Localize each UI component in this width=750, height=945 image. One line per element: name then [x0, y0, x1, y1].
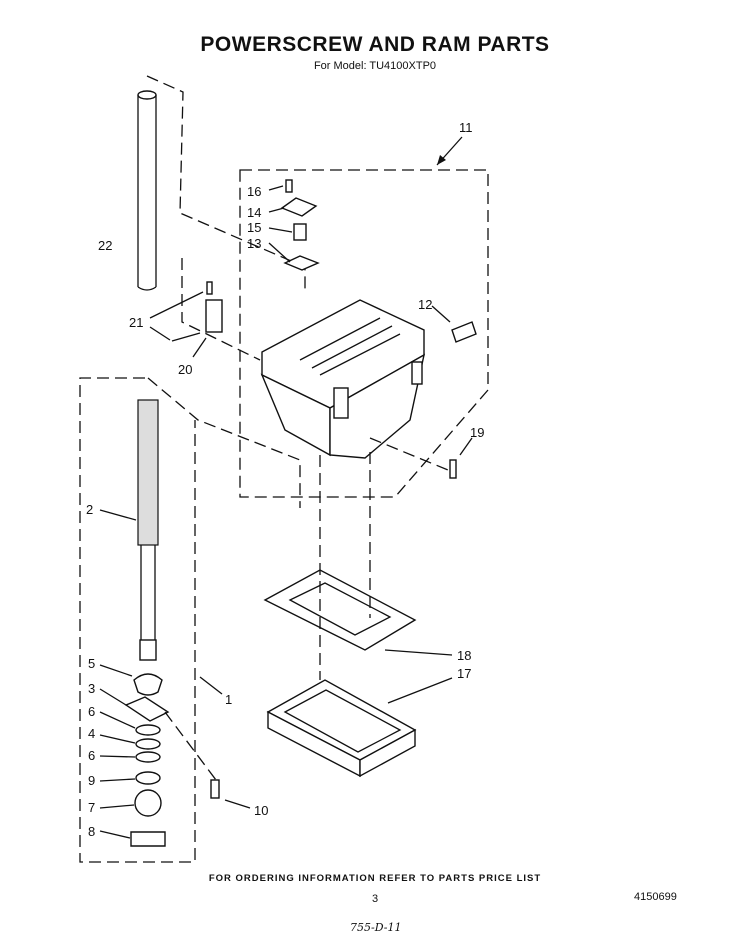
model-subtitle: For Model: TU4100XTP0 [313, 60, 437, 72]
callout-5: 5 [88, 656, 95, 671]
part-19-screw [369, 437, 473, 479]
callout-4: 4 [88, 726, 95, 741]
callout-22: 22 [98, 238, 112, 253]
callout-13: 13 [247, 236, 261, 251]
part-12-clip [431, 305, 477, 343]
part-17-tray [266, 677, 453, 778]
callout-10: 10 [254, 803, 268, 818]
part-22-tube [137, 75, 306, 291]
callout-8: 8 [88, 824, 95, 839]
part-10-screw [210, 779, 251, 809]
callout-16: 16 [247, 184, 261, 199]
callout-3: 3 [88, 681, 95, 696]
parts-3-9-stack [99, 664, 217, 847]
callout-15: 15 [247, 220, 261, 235]
callout-17: 17 [457, 666, 471, 681]
parts-20-21-bracket [149, 258, 261, 361]
callout-12: 12 [418, 297, 432, 312]
part-11-frame [239, 136, 489, 498]
document-number: 4150699 [634, 891, 677, 903]
callout-6b: 6 [88, 748, 95, 763]
callout-18: 18 [457, 648, 471, 663]
callout-6a: 6 [88, 704, 95, 719]
handwritten-note: 755-D-11 [350, 921, 402, 934]
page-title: POWERSCREW AND RAM PARTS [200, 33, 550, 56]
page-number: 3 [372, 893, 379, 905]
callout-20: 20 [178, 362, 192, 377]
callout-21: 21 [129, 315, 143, 330]
callout-19: 19 [470, 425, 484, 440]
parts-13-16-stack [268, 179, 320, 271]
callout-11: 11 [459, 120, 473, 135]
leader-1 [199, 676, 223, 695]
callout-7: 7 [88, 800, 95, 815]
callout-14: 14 [247, 205, 261, 220]
callout-2: 2 [86, 502, 93, 517]
part-18-gasket [263, 452, 453, 680]
callout-9: 9 [88, 773, 95, 788]
ordering-note: FOR ORDERING INFORMATION REFER TO PARTS … [208, 873, 542, 884]
part-2-powerscrew [79, 377, 301, 863]
housing-box [260, 299, 426, 459]
callout-1: 1 [225, 692, 232, 707]
